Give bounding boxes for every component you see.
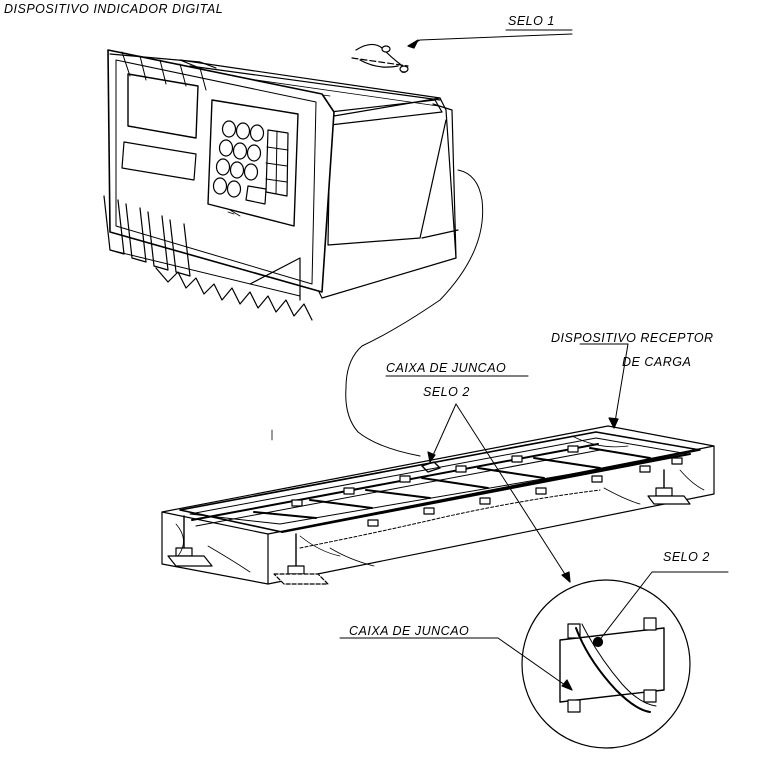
seal-2-label-top: SELO 2 <box>423 385 470 399</box>
indicator-label: DISPOSITIVO INDICADOR DIGITAL <box>4 2 224 16</box>
selo2-leader-a <box>429 403 457 463</box>
selo2-leader-b <box>455 403 571 583</box>
junction-box-detail <box>521 571 729 749</box>
junction-box-label-top: CAIXA DE JUNCAO <box>386 361 507 375</box>
load-receptor-platform <box>161 425 715 585</box>
caixa-detail-leader <box>339 637 573 691</box>
junction-box-label-detail: CAIXA DE JUNCAO <box>349 624 470 638</box>
receptor-label-line1: DISPOSITIVO RECEPTOR <box>551 331 714 345</box>
digital-indicator-device <box>103 49 459 321</box>
seal-2-label-detail: SELO 2 <box>663 550 710 564</box>
seal-1-detail <box>351 33 573 73</box>
receptor-leader <box>579 343 629 429</box>
signal-cable <box>345 169 484 457</box>
seal-1-label: SELO 1 <box>508 14 555 28</box>
receptor-label-line2: DE CARGA <box>622 355 692 369</box>
